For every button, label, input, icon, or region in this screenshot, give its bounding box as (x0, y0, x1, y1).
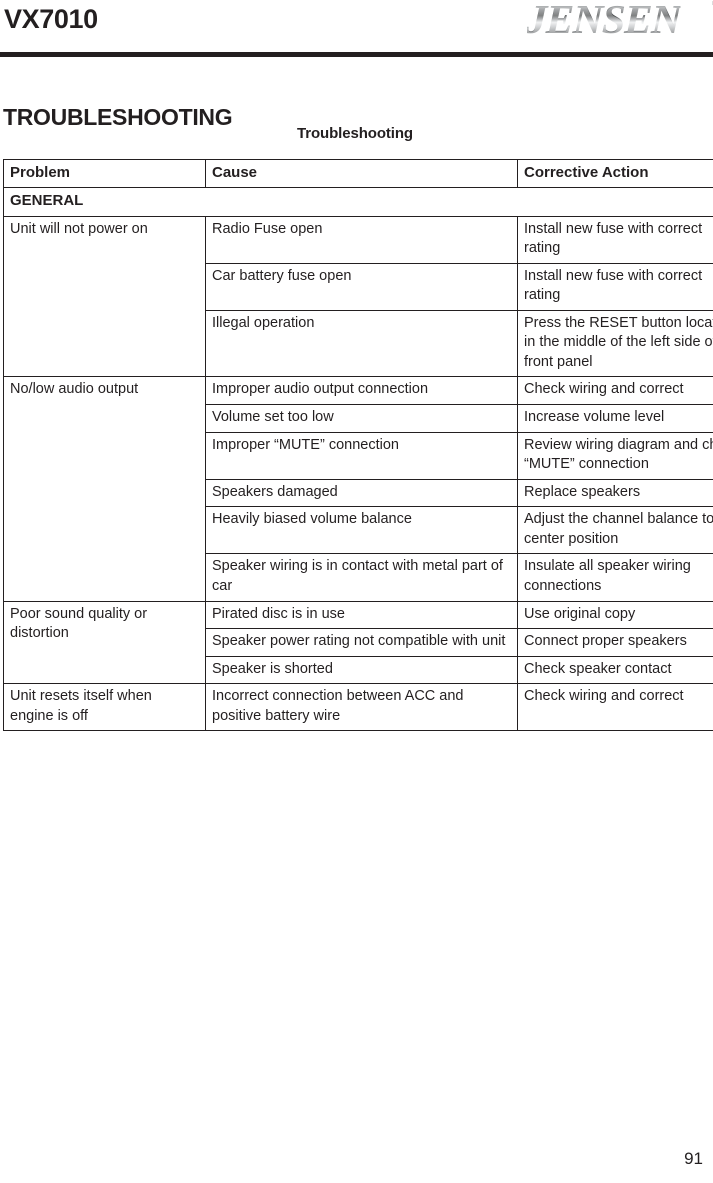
cell-cause: Pirated disc is in use (205, 600, 518, 630)
column-header-problem: Problem (3, 158, 206, 189)
header-divider-rule (0, 52, 713, 57)
cell-cause: Improper audio output connection (205, 376, 518, 405)
table-row: Speakers damaged Replace speakers (4, 478, 713, 508)
cell-problem: Unit resets itself when engine is off (3, 683, 206, 732)
cell-action: Increase volume level (517, 404, 713, 433)
troubleshooting-table: Problem Cause Corrective Action GENERAL … (3, 158, 713, 732)
cell-problem: Poor sound quality or distortion (3, 600, 206, 685)
cell-cause: Illegal operation (205, 309, 518, 378)
cell-cause: Speakers damaged (205, 478, 518, 508)
table-row: No/low audio output Improper audio outpu… (3, 376, 713, 602)
cell-action: Check speaker contact (517, 655, 713, 685)
cell-problem: Unit will not power on (3, 215, 206, 378)
cell-cause: Car battery fuse open (205, 262, 518, 311)
cell-action: Install new fuse with correct rating (517, 262, 713, 311)
cell-action: Press the RESET button located in the mi… (517, 309, 713, 378)
table-row: Car battery fuse open Install new fuse w… (4, 262, 713, 311)
cell-action: Adjust the channel balance to the center… (517, 506, 713, 555)
page-title: TROUBLESHOOTING (3, 104, 233, 131)
cell-action: Use original copy (517, 600, 713, 630)
cell-action: Insulate all speaker wiring connections (517, 553, 713, 602)
cell-cause: Heavily biased volume balance (205, 506, 518, 555)
table-row: Speaker wiring is in contact with metal … (4, 553, 713, 602)
cell-action: Install new fuse with correct rating (517, 215, 713, 264)
table-row: Speaker is shorted Check speaker contact (4, 655, 713, 685)
table-header-row: Problem Cause Corrective Action (3, 158, 713, 189)
cell-cause: Speaker is shorted (205, 655, 518, 685)
cell-action: Check wiring and correct (517, 376, 713, 405)
jensen-wordmark-text: JENSEN (527, 0, 682, 40)
page-header: VX7010 JENSEN ® (0, 0, 713, 58)
cell-action: Connect proper speakers (517, 628, 713, 657)
table-row: Volume set too low Increase volume level (4, 404, 713, 433)
registered-trademark-icon: ® (712, 0, 713, 8)
table-group-row-general: GENERAL (3, 187, 713, 217)
cell-cause: Radio Fuse open (205, 215, 518, 264)
cell-action: Check wiring and correct (517, 683, 713, 732)
page-number: 91 (684, 1149, 703, 1168)
column-header-cause: Cause (205, 158, 518, 189)
table-row: Illegal operation Press the RESET button… (4, 309, 713, 378)
cell-cause: Speaker wiring is in contact with metal … (205, 553, 518, 602)
table-header: Problem Cause Corrective Action (3, 158, 713, 189)
table-row: Unit resets itself when engine is off In… (3, 683, 713, 732)
table-body: GENERAL Unit will not power on Radio Fus… (3, 187, 713, 732)
model-title: VX7010 (4, 4, 98, 34)
cell-cause: Incorrect connection between ACC and pos… (205, 683, 518, 732)
cell-cause: Speaker power rating not compatible with… (205, 628, 518, 657)
cell-action: Replace speakers (517, 478, 713, 508)
column-header-corrective-action: Corrective Action (517, 158, 713, 189)
group-label-general: GENERAL (3, 187, 713, 217)
cell-action: Review wiring diagram and check “MUTE” c… (517, 431, 713, 480)
table-row: Unit will not power on Radio Fuse open I… (3, 215, 713, 378)
table-row: Poor sound quality or distortion Pirated… (3, 600, 713, 685)
cell-cause: Volume set too low (205, 404, 518, 433)
table-row: Heavily biased volume balance Adjust the… (4, 506, 713, 555)
table-row: Improper “MUTE” connection Review wiring… (4, 431, 713, 480)
jensen-logo: JENSEN ® (527, 0, 713, 40)
cell-cause: Improper “MUTE” connection (205, 431, 518, 480)
table-caption: Troubleshooting (297, 125, 413, 142)
cell-problem: No/low audio output (3, 376, 206, 602)
